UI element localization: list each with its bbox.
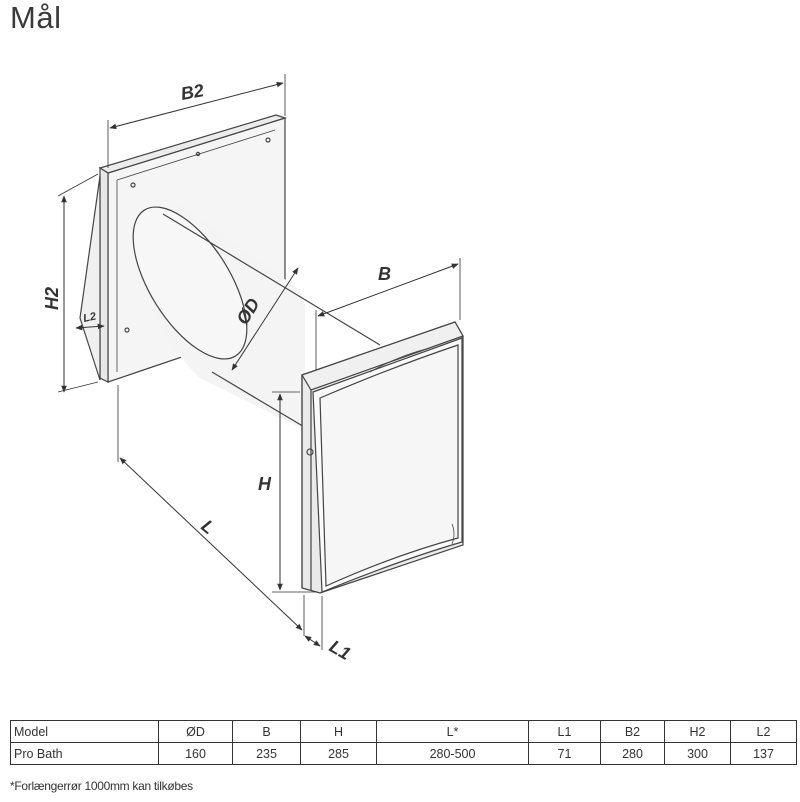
label-h2: H2 (42, 287, 62, 310)
label-h: H (258, 474, 272, 494)
page-title: Mål (10, 0, 62, 35)
header-cell: L1 (528, 720, 601, 743)
table-row: Pro Bath 160 235 285 280-500 71 280 300 … (10, 742, 797, 765)
table-cell: 71 (528, 742, 601, 765)
dimension-drawing: B2 H2 L2 ØD B H L L1 (42, 74, 464, 664)
label-l1: L1 (326, 636, 354, 664)
table-cell: 160 (158, 742, 233, 765)
header-cell: H (300, 720, 377, 743)
header-cell: B2 (600, 720, 665, 743)
table-cell: 235 (232, 742, 301, 765)
header-cell: B (232, 720, 301, 743)
table-cell: 280-500 (376, 742, 529, 765)
dimensions-table: Model ØD B H L* L1 B2 H2 L2 Pro Bath 160… (10, 720, 797, 765)
table-header-row: Model ØD B H L* L1 B2 H2 L2 (10, 720, 797, 743)
header-cell: ØD (158, 720, 233, 743)
side-bracket (79, 175, 101, 381)
header-cell: L* (376, 720, 529, 743)
label-l2: L2 (82, 311, 97, 325)
footnote: *Forlængerrør 1000mm kan tilkøbes (10, 779, 193, 793)
table-cell: 285 (300, 742, 377, 765)
table-cell: 137 (730, 742, 797, 765)
front-cover (301, 321, 464, 594)
table-cell: Pro Bath (10, 742, 159, 765)
label-b: B (378, 264, 391, 284)
table-cell: 280 (600, 742, 665, 765)
header-cell: Model (10, 720, 159, 743)
header-cell: L2 (730, 720, 797, 743)
label-b2: B2 (179, 80, 205, 104)
header-cell: H2 (664, 720, 731, 743)
dimension-lines (57, 74, 461, 650)
table-cell: 300 (664, 742, 731, 765)
